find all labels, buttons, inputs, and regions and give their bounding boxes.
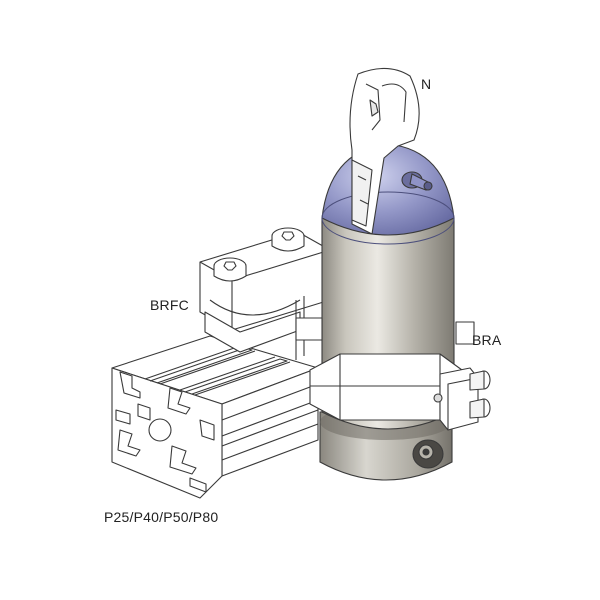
label-nozzle: N — [421, 76, 432, 92]
clamp-screw-right — [271, 227, 305, 252]
label-profiles: P25/P40/P50/P80 — [104, 509, 219, 525]
nozzle-cutting-head — [349, 67, 420, 235]
top-bolt — [401, 171, 433, 191]
label-brfc-clamp: BRFC — [150, 297, 189, 313]
label-bra-bracket: BRA — [472, 332, 502, 348]
bracket-bolt-upper — [469, 370, 491, 391]
nozzle-assembly — [295, 67, 491, 481]
bra-bracket — [295, 317, 491, 431]
bracket-band — [309, 353, 463, 421]
aluminium-profile — [111, 335, 319, 499]
clamp-screw-left — [213, 257, 247, 282]
lower-knob — [412, 439, 444, 469]
bracket-bolt-lower — [469, 398, 491, 419]
profile-end-face — [111, 367, 223, 499]
nozzle-top-face — [321, 143, 455, 236]
